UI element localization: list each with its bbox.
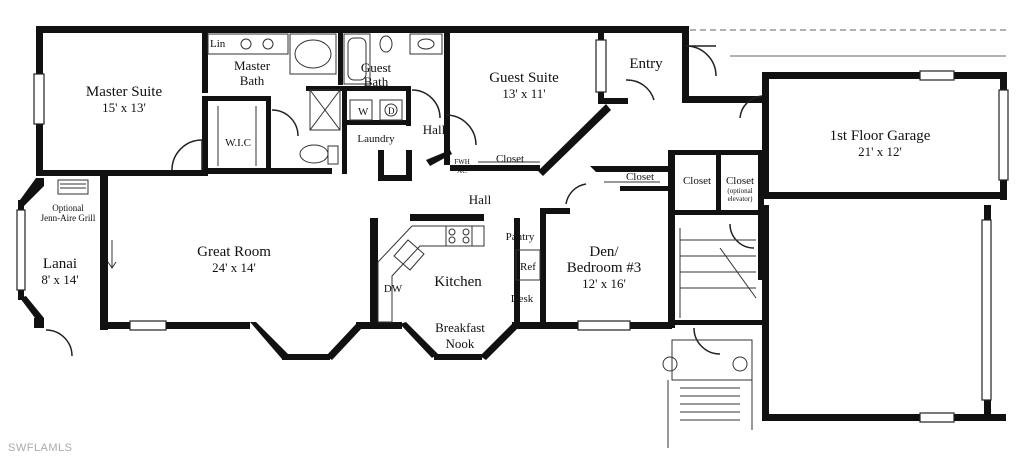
- laundry-label: Laundry: [357, 133, 395, 145]
- washer-label: W: [358, 106, 369, 118]
- garage-dims: 21' x 12': [858, 144, 902, 159]
- lin-label: Lin: [210, 38, 226, 50]
- den-line2: Bedroom #3: [567, 260, 642, 276]
- dryer-label: D: [388, 106, 395, 116]
- den-line1: Den/: [589, 244, 619, 260]
- great-room-name: Great Room: [197, 244, 271, 260]
- closet-c-note2: elevator): [728, 195, 754, 203]
- closet-c-name: Closet: [726, 175, 754, 187]
- lanai-dims: 8' x 14': [41, 272, 78, 287]
- guest-suite-dims: 13' x 11': [502, 86, 545, 101]
- watermark: SWFLAMLS: [8, 442, 73, 454]
- ac-label: AC: [457, 167, 467, 175]
- garage-name: 1st Floor Garage: [830, 128, 931, 144]
- closet-c-note1: (optional: [727, 187, 752, 195]
- closet-b-label: Closet: [683, 175, 711, 187]
- closet-a-label: Closet: [626, 171, 654, 183]
- nook-line2: Nook: [446, 336, 475, 351]
- guest-bath-line1: Guest: [361, 60, 392, 75]
- ref-label: Ref: [520, 261, 536, 273]
- room-labels: Master Suite 15' x 13' Lin Master Bath W…: [41, 38, 931, 351]
- master-suite-dims: 15' x 13': [102, 100, 146, 115]
- nook-line1: Breakfast: [435, 320, 485, 335]
- great-room-dims: 24' x 14': [212, 260, 256, 275]
- closet-guest-label: Closet: [496, 153, 524, 165]
- dw-label: DW: [384, 283, 403, 295]
- guest-suite-name: Guest Suite: [489, 70, 559, 86]
- lanai-name: Lanai: [43, 256, 77, 272]
- door-swings: [45, 45, 763, 357]
- master-bath-line2: Bath: [240, 73, 265, 88]
- grill-line2: Jenn-Aire Grill: [41, 213, 96, 223]
- wic-label: W.I.C: [225, 137, 251, 149]
- entry-label: Entry: [629, 56, 663, 72]
- desk-label: Desk: [511, 293, 534, 305]
- hall-upper-label: Hall: [423, 122, 446, 137]
- kitchen-label: Kitchen: [434, 274, 482, 290]
- hall-main-label: Hall: [469, 192, 492, 207]
- guest-bath-line2: Bath: [364, 74, 389, 89]
- master-bath-line1: Master: [234, 58, 271, 73]
- den-dims: 12' x 16': [582, 276, 626, 291]
- grill-line1: Optional: [52, 203, 84, 213]
- master-suite-name: Master Suite: [86, 84, 163, 100]
- windows: [16, 39, 1009, 423]
- pantry-label: Pantry: [506, 231, 535, 243]
- fwh-label: FWH: [454, 158, 470, 166]
- fixtures: [57, 29, 1006, 448]
